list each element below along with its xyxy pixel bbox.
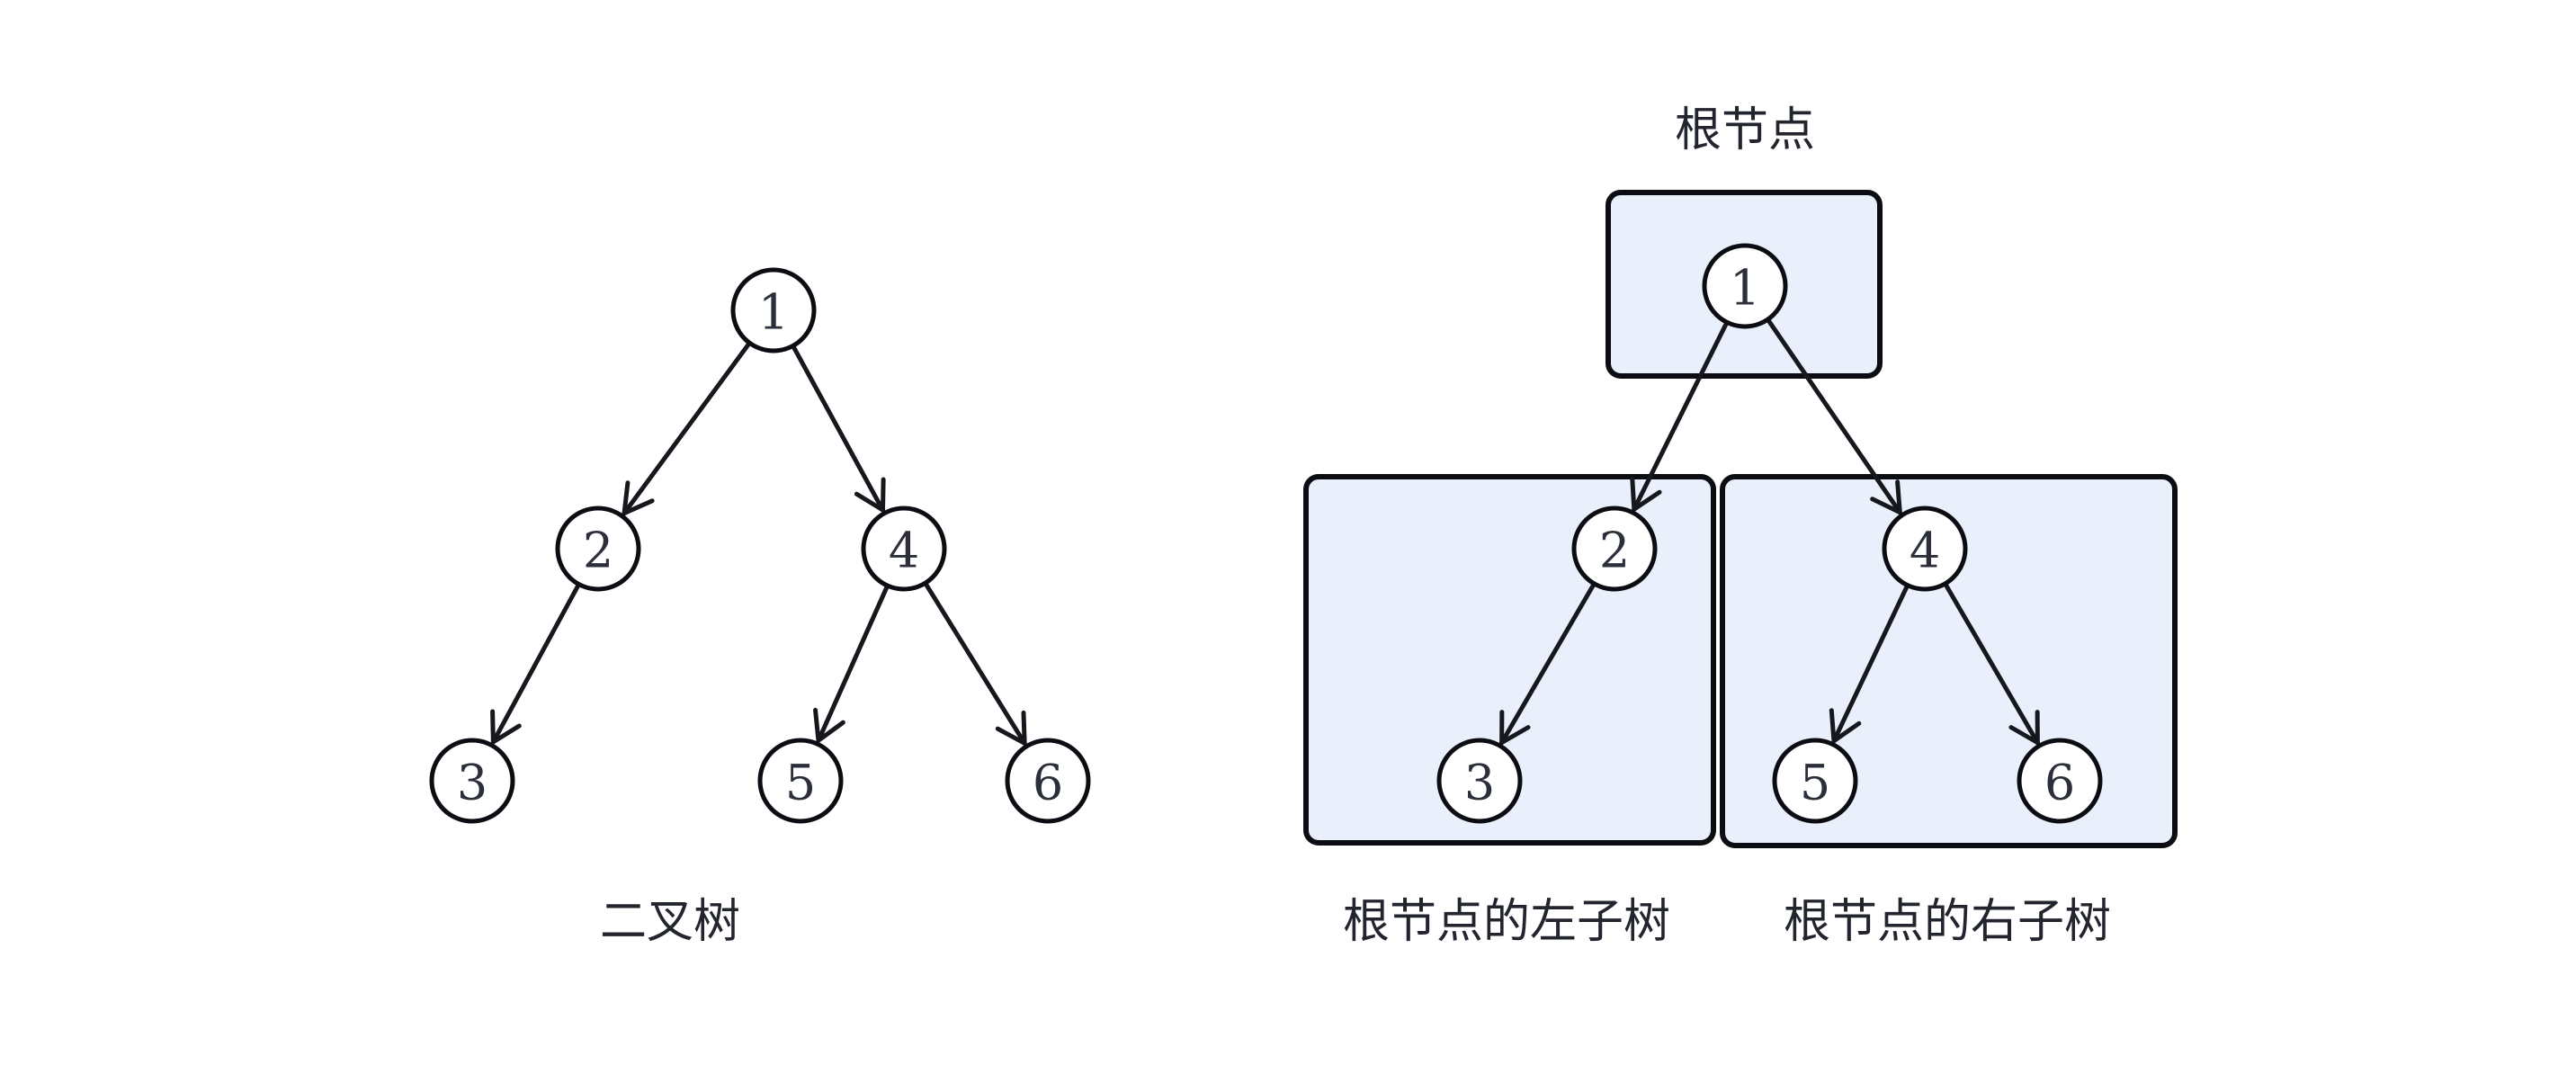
left-tree-edges bbox=[490, 342, 1027, 746]
right-tree-node-2: 2 bbox=[1571, 506, 1658, 592]
caption-right-subtree: 根节点的右子树 bbox=[1784, 895, 2111, 949]
right-tree-node-label-4: 4 bbox=[1910, 523, 1940, 579]
arrow-head-1-to-2 bbox=[622, 480, 655, 516]
left-tree-node-4: 4 bbox=[861, 506, 947, 592]
left-tree-node-circle-2 bbox=[555, 506, 641, 592]
right-tree-node-circle-3 bbox=[1436, 738, 1523, 824]
left-tree-node-label-1: 1 bbox=[758, 284, 789, 341]
right-tree-node-5: 5 bbox=[1772, 738, 1858, 824]
caption-root-node: 根节点 bbox=[1675, 103, 1815, 157]
left-tree-node-label-3: 3 bbox=[457, 755, 487, 811]
arrow-head-2-to-3 bbox=[1499, 710, 1531, 746]
right-tree-node-1: 1 bbox=[1702, 243, 1788, 329]
left-tree-node-3: 3 bbox=[429, 738, 515, 824]
right-tree-node-label-2: 2 bbox=[1599, 523, 1630, 579]
arrow-head-1-to-2 bbox=[1630, 476, 1662, 512]
right-tree-edges bbox=[1499, 318, 2040, 746]
caption-left-subtree: 根节点的左子树 bbox=[1343, 895, 1670, 949]
right-tree-node-label-5: 5 bbox=[1800, 755, 1830, 811]
right-tree-nodes: 1 2 4 3 5 6 bbox=[1436, 243, 2103, 824]
right-tree-node-label-3: 3 bbox=[1464, 755, 1495, 811]
arrow-head-4-to-5 bbox=[813, 707, 845, 743]
edge-1-to-4 bbox=[1767, 318, 1902, 515]
edge-1-to-2 bbox=[1632, 321, 1729, 512]
right-tree-node-label-6: 6 bbox=[2044, 755, 2075, 811]
left-tree-node-label-6: 6 bbox=[1033, 755, 1063, 811]
arrow-head-1-to-4 bbox=[1870, 479, 1902, 515]
left-tree-node-label-4: 4 bbox=[889, 523, 919, 579]
right-tree-node-circle-4 bbox=[1882, 506, 1968, 592]
edge-2-to-3 bbox=[490, 583, 581, 745]
arrow-head-1-to-4 bbox=[854, 477, 886, 513]
edge-4-to-6 bbox=[924, 582, 1027, 746]
edge-1-to-4 bbox=[792, 345, 885, 513]
left-tree-node-circle-3 bbox=[429, 738, 515, 824]
right-tree-node-label-1: 1 bbox=[1730, 260, 1760, 317]
left-tree-node-circle-4 bbox=[861, 506, 947, 592]
left-tree-node-circle-6 bbox=[1005, 738, 1091, 824]
arrow-head-2-to-3 bbox=[490, 709, 522, 745]
right-tree-node-circle-6 bbox=[2017, 738, 2103, 824]
right-tree-node-circle-2 bbox=[1571, 506, 1658, 592]
right-tree-node-4: 4 bbox=[1882, 506, 1968, 592]
edge-4-to-5 bbox=[1831, 584, 1910, 744]
edge-1-to-2 bbox=[622, 342, 751, 516]
right-tree-node-circle-1 bbox=[1702, 243, 1788, 329]
right-tree-node-3: 3 bbox=[1436, 738, 1523, 824]
arrow-head-4-to-6 bbox=[2008, 710, 2040, 746]
left-tree-node-1: 1 bbox=[730, 267, 817, 354]
left-tree-node-circle-1 bbox=[730, 267, 817, 354]
edge-4-to-5 bbox=[816, 585, 890, 743]
left-tree-node-5: 5 bbox=[757, 738, 844, 824]
left-tree-node-circle-5 bbox=[757, 738, 844, 824]
edge-4-to-6 bbox=[1944, 583, 2040, 746]
right-tree-node-6: 6 bbox=[2017, 738, 2103, 824]
left-tree-node-label-2: 2 bbox=[583, 523, 613, 579]
arrow-head-4-to-6 bbox=[995, 710, 1027, 746]
left-tree-node-label-5: 5 bbox=[785, 755, 816, 811]
caption-binary-tree: 二叉树 bbox=[600, 895, 740, 949]
arrow-head-4-to-5 bbox=[1829, 708, 1862, 744]
right-tree-node-circle-5 bbox=[1772, 738, 1858, 824]
left-tree-nodes: 1 2 4 3 5 6 bbox=[429, 267, 1091, 824]
left-tree-node-2: 2 bbox=[555, 506, 641, 592]
left-tree-node-6: 6 bbox=[1005, 738, 1091, 824]
captions: 二叉树 根节点 根节点的左子树 根节点的右子树 bbox=[600, 103, 2111, 949]
edge-2-to-3 bbox=[1499, 583, 1596, 746]
